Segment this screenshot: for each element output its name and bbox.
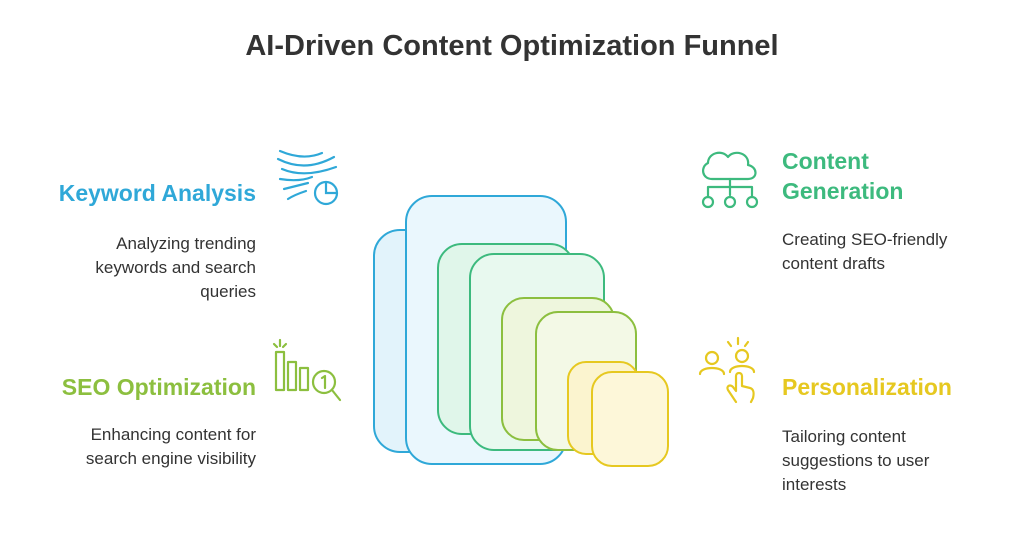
page-title: AI-Driven Content Optimization Funnel — [245, 30, 779, 62]
desc-line: Enhancing content for — [90, 425, 256, 444]
keyword-analysis-description: Analyzing trending keywords and search q… — [40, 232, 256, 304]
desc-line: Tailoring content — [782, 427, 906, 446]
cloud-network-icon — [701, 151, 759, 209]
desc-line: suggestions to user — [782, 451, 930, 470]
desc-line: queries — [200, 282, 256, 301]
desc-line: Analyzing trending — [116, 234, 256, 253]
seo-optimization-description: Enhancing content for search engine visi… — [20, 423, 256, 471]
seo-optimization-heading: SEO Optimization — [61, 374, 256, 400]
funnel-layer-personalization — [567, 361, 669, 467]
heading-line: Content — [782, 148, 869, 174]
funnel-graphic — [373, 195, 669, 467]
heading-line: Generation — [782, 178, 904, 204]
desc-line: interests — [782, 475, 847, 494]
wind-chart-icon — [276, 149, 339, 206]
desc-line: keywords and search — [95, 258, 256, 277]
keyword-analysis-heading: Keyword Analysis — [58, 180, 256, 206]
users-pointer-icon — [698, 336, 756, 404]
personalization-heading: Personalization — [782, 374, 952, 400]
desc-line: search engine visibility — [85, 449, 256, 468]
content-generation-description: Creating SEO-friendly content drafts — [782, 228, 1012, 276]
desc-line: Creating SEO-friendly — [782, 230, 948, 249]
personalization-description: Tailoring content suggestions to user in… — [782, 425, 1012, 497]
desc-line: content drafts — [782, 254, 886, 273]
content-generation-heading: Content Generation — [782, 146, 903, 206]
bar-chart-magnifier-icon — [272, 338, 342, 402]
